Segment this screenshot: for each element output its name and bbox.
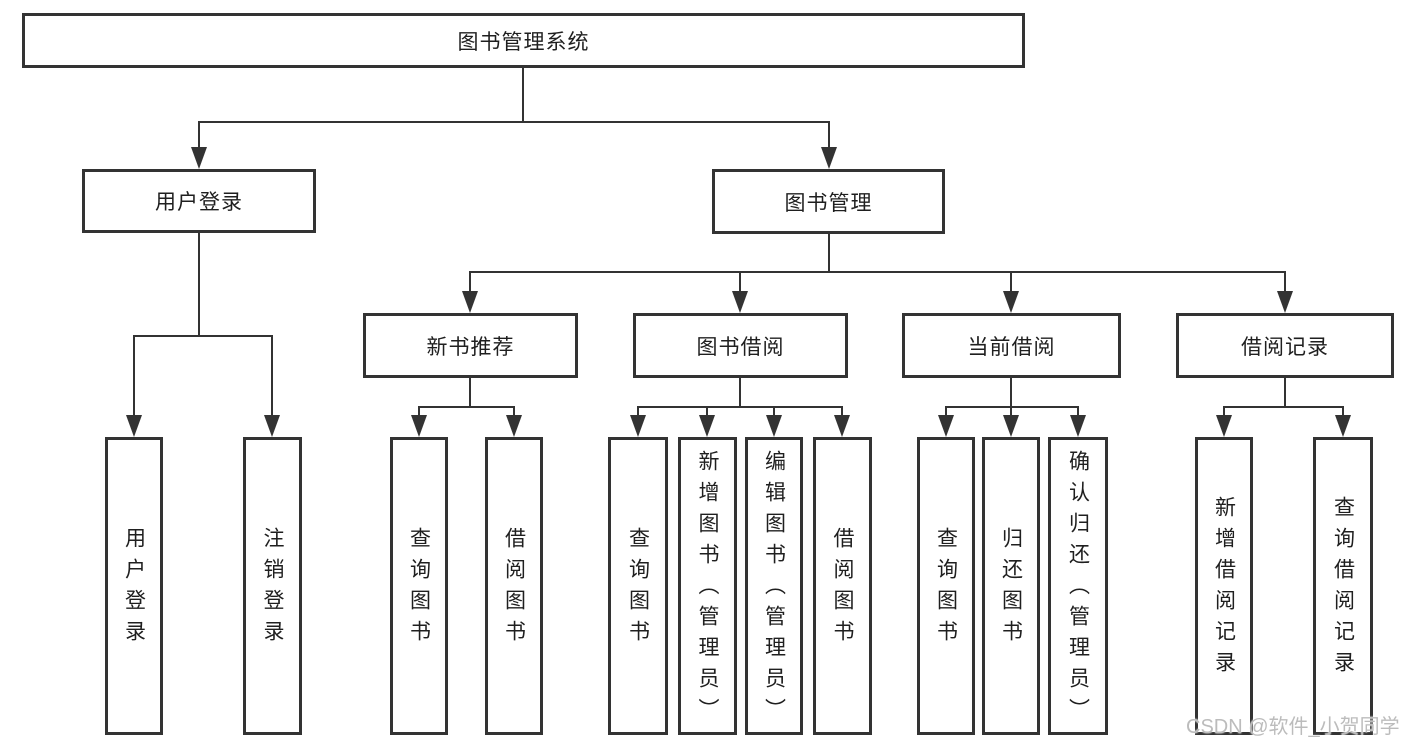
arrow-down-icon [1003, 291, 1019, 313]
connector-to-book-management [828, 121, 830, 151]
connector-new-book-stem [469, 378, 471, 406]
leaf-newbook-query-book: 查询图书 [390, 437, 448, 735]
arrow-down-icon [732, 291, 748, 313]
leaf-current-confirm-return-admin: 确认归还（管理员） [1048, 437, 1108, 735]
leaf-current-query-book: 查询图书 [917, 437, 975, 735]
connector-leaf [773, 406, 775, 417]
connector-user-login-branch [133, 335, 273, 337]
arrow-down-icon [506, 415, 522, 437]
arrow-down-icon [462, 291, 478, 313]
connector-user-login-stem [198, 232, 200, 335]
node-root: 图书管理系统 [22, 13, 1025, 68]
arrow-down-icon [264, 415, 280, 437]
connector-to-new-book [469, 271, 471, 293]
connector-root-branch [198, 121, 830, 123]
connector-root-stem [522, 68, 524, 121]
node-new-book-recommend: 新书推荐 [363, 313, 578, 378]
connector-current-borrow-branch [945, 406, 1079, 408]
arrow-down-icon [699, 415, 715, 437]
connector-leaf [1342, 406, 1344, 417]
connector-to-user-login [198, 121, 200, 151]
leaf-record-query-record: 查询借阅记录 [1313, 437, 1373, 735]
arrow-down-icon [821, 147, 837, 169]
connector-to-current-borrow [1010, 271, 1012, 293]
leaf-borrow-query-book: 查询图书 [608, 437, 668, 735]
connector-leaf [841, 406, 843, 417]
node-user-login: 用户登录 [82, 169, 316, 233]
connector-book-borrow-branch [637, 406, 843, 408]
connector-borrow-record-branch [1223, 406, 1344, 408]
connector-borrow-record-stem [1284, 378, 1286, 406]
leaf-current-return-book: 归还图书 [982, 437, 1040, 735]
connector-book-borrow-stem [739, 378, 741, 406]
leaf-borrow-borrow-book: 借阅图书 [813, 437, 872, 735]
connector-leaf [1010, 406, 1012, 417]
arrow-down-icon [1070, 415, 1086, 437]
csdn-watermark: CSDN @软件_小贺同学 [1186, 716, 1400, 738]
arrow-down-icon [411, 415, 427, 437]
connector-leaf [637, 406, 639, 417]
node-book-borrow: 图书借阅 [633, 313, 848, 378]
node-borrow-record: 借阅记录 [1176, 313, 1394, 378]
connector-book-mgmt-branch [469, 271, 1286, 273]
connector-to-borrow-record [1284, 271, 1286, 293]
connector-to-leaf-user-login [133, 335, 135, 417]
arrow-down-icon [938, 415, 954, 437]
connector-to-leaf-logout [271, 335, 273, 417]
connector-leaf [1223, 406, 1225, 417]
leaf-borrow-edit-book-admin: 编辑图书（管理员） [745, 437, 803, 735]
connector-leaf [1077, 406, 1079, 417]
arrow-down-icon [1216, 415, 1232, 437]
leaf-record-add-record: 新增借阅记录 [1195, 437, 1253, 735]
arrow-down-icon [191, 147, 207, 169]
connector-to-book-borrow [739, 271, 741, 293]
leaf-newbook-borrow-book: 借阅图书 [485, 437, 543, 735]
connector-book-mgmt-stem [828, 234, 830, 273]
leaf-logout: 注销登录 [243, 437, 302, 735]
node-current-borrow: 当前借阅 [902, 313, 1121, 378]
arrow-down-icon [1003, 415, 1019, 437]
leaf-borrow-add-book-admin: 新增图书（管理员） [678, 437, 737, 735]
connector-current-borrow-stem [1010, 378, 1012, 406]
leaf-user-login: 用户登录 [105, 437, 163, 735]
arrow-down-icon [834, 415, 850, 437]
arrow-down-icon [1335, 415, 1351, 437]
connector-leaf [418, 406, 420, 417]
connector-leaf [513, 406, 515, 417]
arrow-down-icon [126, 415, 142, 437]
arrow-down-icon [1277, 291, 1293, 313]
arrow-down-icon [766, 415, 782, 437]
connector-leaf [945, 406, 947, 417]
arrow-down-icon [630, 415, 646, 437]
connector-new-book-branch [418, 406, 515, 408]
connector-leaf [706, 406, 708, 417]
node-book-management: 图书管理 [712, 169, 945, 234]
